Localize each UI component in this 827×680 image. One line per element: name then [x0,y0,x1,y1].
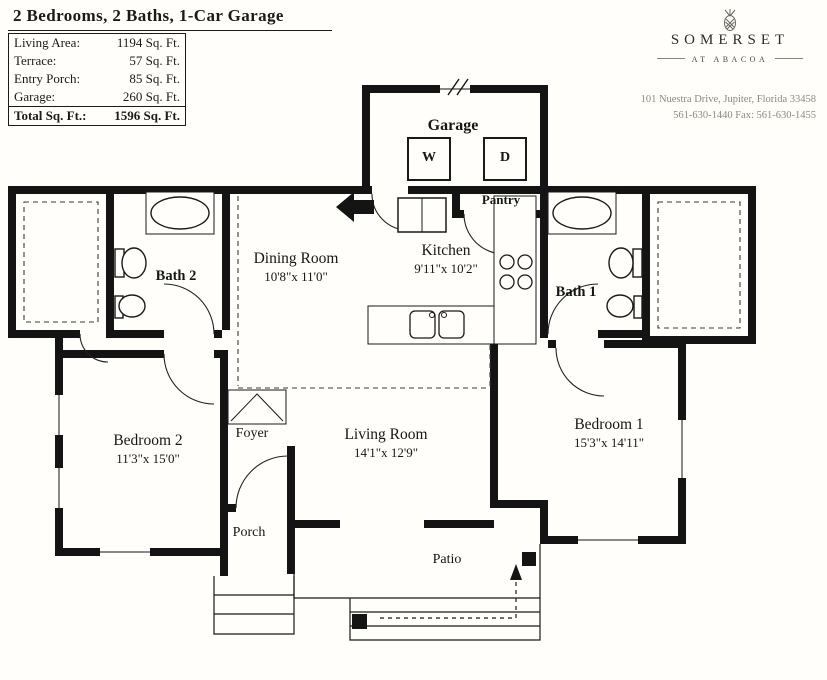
area-value: 260 Sq. Ft. [122,89,180,104]
path-arrowhead [510,564,522,580]
patio-post [522,552,536,566]
room-label-garage: Garage [427,117,479,134]
room-label-dining: Dining Room [253,250,339,267]
bath1-sink-base [633,295,643,319]
area-label: Garage: [14,89,56,104]
phone-line: 561-630-1440 Fax: 561-630-1455 [673,110,816,122]
ornament-bar [775,57,804,59]
area-value: 1596 Sq. Ft. [114,108,180,123]
room-label-pantry: Pantry [481,192,521,207]
title-underline [8,30,332,31]
area-label: Living Area: [14,35,81,50]
brand-name: SOMERSET [670,32,790,48]
room-label-foyer: Foyer [235,426,269,441]
room-label-bedroom1: Bedroom 1 [574,416,644,433]
windows-layer [55,88,686,556]
room-label-bath2: Bath 2 [155,268,197,284]
bath2-tub [150,196,210,230]
washer-box [407,137,451,181]
stove-burners [499,254,533,290]
room-label-kitchen: Kitchen [421,242,471,259]
room-label-porch: Porch [232,525,266,540]
area-value: 1194 Sq. Ft. [116,35,180,50]
dashed-lines-layer [23,196,741,389]
outdoor-layer [213,528,541,641]
ornament-bar [656,57,685,59]
entry-path-dashed [380,576,517,619]
area-label: Terrace: [14,53,57,68]
bath2-sink [118,294,146,318]
garage-door-hatch [447,78,469,96]
table-row: Living Area: 1194 Sq. Ft. [9,34,185,52]
bath2-toilet-bowl [121,247,147,279]
porch-steps [213,576,295,635]
address-block: 101 Nuestra Drive, Jupiter, Florida 3345… [600,92,816,125]
entry-arrow-icon [336,192,374,222]
dryer-box [483,137,527,181]
table-row: Terrace: 57 Sq. Ft. [9,52,185,70]
room-label-patio: Patio [432,552,462,567]
kitchen-sink-bowl [409,310,436,339]
table-row: Entry Porch: 85 Sq. Ft. [9,70,185,88]
dryer-label: D [499,150,511,165]
kitchen-sink-bowl [438,310,465,339]
room-dims-living: 14'1"x 12'9" [353,445,419,460]
room-dims-dining: 10'8"x 11'0" [264,269,328,284]
brand-ornament: AT ABACOA [642,52,818,64]
brand-block: SOMERSET AT ABACOA [642,8,818,64]
annotations-layer [336,78,469,222]
table-row-total: Total Sq. Ft.: 1596 Sq. Ft. [9,106,185,125]
bath1-toilet-bowl [608,247,634,279]
room-dims-bedroom1: 15'3"x 14'11" [573,435,645,450]
brand-tagline: AT ABACOA [691,55,769,64]
patio-steps [349,598,541,641]
address-line: 101 Nuestra Drive, Jupiter, Florida 3345… [640,94,816,105]
area-label: Total Sq. Ft.: [14,108,87,123]
faucet [429,312,435,318]
room-dims-kitchen: 9'11"x 10'2" [414,261,478,276]
bath1-sink [606,294,634,318]
patio-post [352,614,367,629]
bath1-tub [552,196,612,230]
area-value: 57 Sq. Ft. [129,53,180,68]
page-title: 2 Bedrooms, 2 Baths, 1-Car Garage [13,6,284,25]
room-dims-bedroom2: 11'3"x 15'0" [116,451,180,466]
area-value: 85 Sq. Ft. [129,71,180,86]
bath1-toilet-tank [632,248,643,278]
room-label-bedroom2: Bedroom 2 [113,432,183,449]
area-summary-table: Living Area: 1194 Sq. Ft. Terrace: 57 Sq… [8,33,186,126]
washer-label: W [422,150,436,165]
fixtures-layer [114,137,643,425]
patio-outline [293,528,541,599]
room-label-living: Living Room [344,426,428,443]
faucet [441,312,447,318]
pineapple-icon [642,8,818,32]
kitchen-counter-right [493,195,537,345]
room-label-bath1: Bath 1 [555,284,597,300]
area-label: Entry Porch: [14,71,81,86]
foyer-closet [227,389,287,425]
table-row: Garage: 260 Sq. Ft. [9,88,185,106]
